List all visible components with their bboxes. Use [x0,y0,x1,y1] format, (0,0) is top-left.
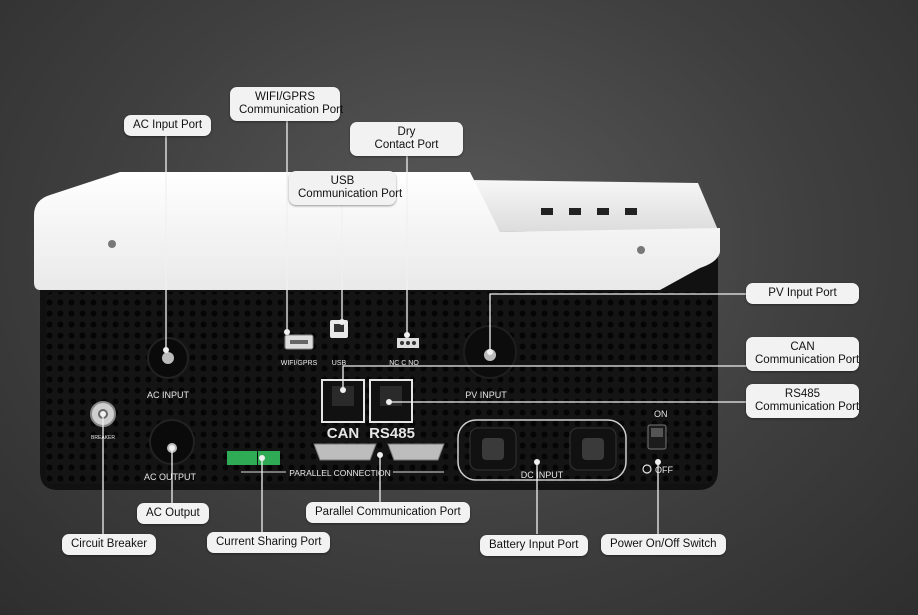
label-parallel-communication-text: Parallel Communication Port [315,506,461,518]
label-dry-contact: Dry Contact Port [350,122,463,156]
label-power-switch-text: Power On/Off Switch [610,538,717,550]
parallel-print: PARALLEL CONNECTION [289,468,391,478]
white-top-case [34,172,720,290]
ac-input-print: AC INPUT [147,390,190,400]
ac-output-print: AC OUTPUT [144,472,197,482]
screw-right [637,246,645,254]
label-can-line2: Communication Port [755,354,860,366]
label-wifi-gprs-line1: WIFI/GPRS [254,91,316,103]
label-parallel-communication: Parallel Communication Port [306,502,470,523]
label-current-sharing: Current Sharing Port [207,532,331,553]
label-wifi-gprs-line2: Communication Port [239,104,344,116]
top-lid [470,180,718,232]
rs485-print: RS485 [369,425,415,442]
label-battery-input-text: Battery Input Port [489,539,579,551]
wifi-port-print: WIFI/GPRS [281,360,318,367]
label-circuit-breaker: Circuit Breaker [62,534,157,555]
label-usb-line1: USB [330,175,355,187]
leader-dots [100,319,661,465]
label-current-sharing-text: Current Sharing Port [216,536,322,548]
label-can-line1: CAN [790,341,815,353]
label-ac-input-text: AC Input Port [133,119,203,131]
can-print: CAN [327,425,360,442]
current-sharing-terminal [227,451,280,465]
label-dry-contact-line2: Contact Port [374,139,439,151]
label-power-switch: Power On/Off Switch [601,534,726,555]
label-circuit-breaker-text: Circuit Breaker [71,538,148,550]
label-pv-input-text: PV Input Port [768,287,837,299]
usb-port-print: USB [332,360,347,367]
inverter-body: AC INPUT WIFI/GPRS USB NC C NO PV INPUT … [34,172,720,490]
label-rs485-line1: RS485 [784,388,821,400]
parallel-db9-right [387,443,445,461]
label-wifi-gprs: WIFI/GPRS Communication Port [230,87,344,121]
on-print: ON [654,409,668,419]
lid-buttons [541,208,637,215]
label-rs485-line2: Communication Port [755,401,860,413]
battery-input-frame [457,419,627,481]
screw-left [108,240,116,248]
dry-contact-print: NC C NO [389,360,419,367]
label-ac-output-text: AC Output [146,507,200,519]
off-print: OFF [655,465,673,475]
leader-lines [102,111,750,534]
parallel-db9-left [313,443,377,461]
label-pv-input: PV Input Port [746,283,859,304]
label-dry-contact-line1: Dry [397,126,416,138]
dc-input-print: DC INPUT [521,470,564,480]
label-battery-input: Battery Input Port [480,535,588,556]
pv-input-print: PV INPUT [465,390,507,400]
label-can: CAN Communication Port [746,337,859,371]
label-ac-input: AC Input Port [124,115,212,136]
label-usb: USB Communication Port [289,171,403,205]
label-rs485: RS485 Communication Port [746,384,859,418]
label-ac-output: AC Output [137,503,209,524]
label-usb-line2: Communication Port [298,188,403,200]
